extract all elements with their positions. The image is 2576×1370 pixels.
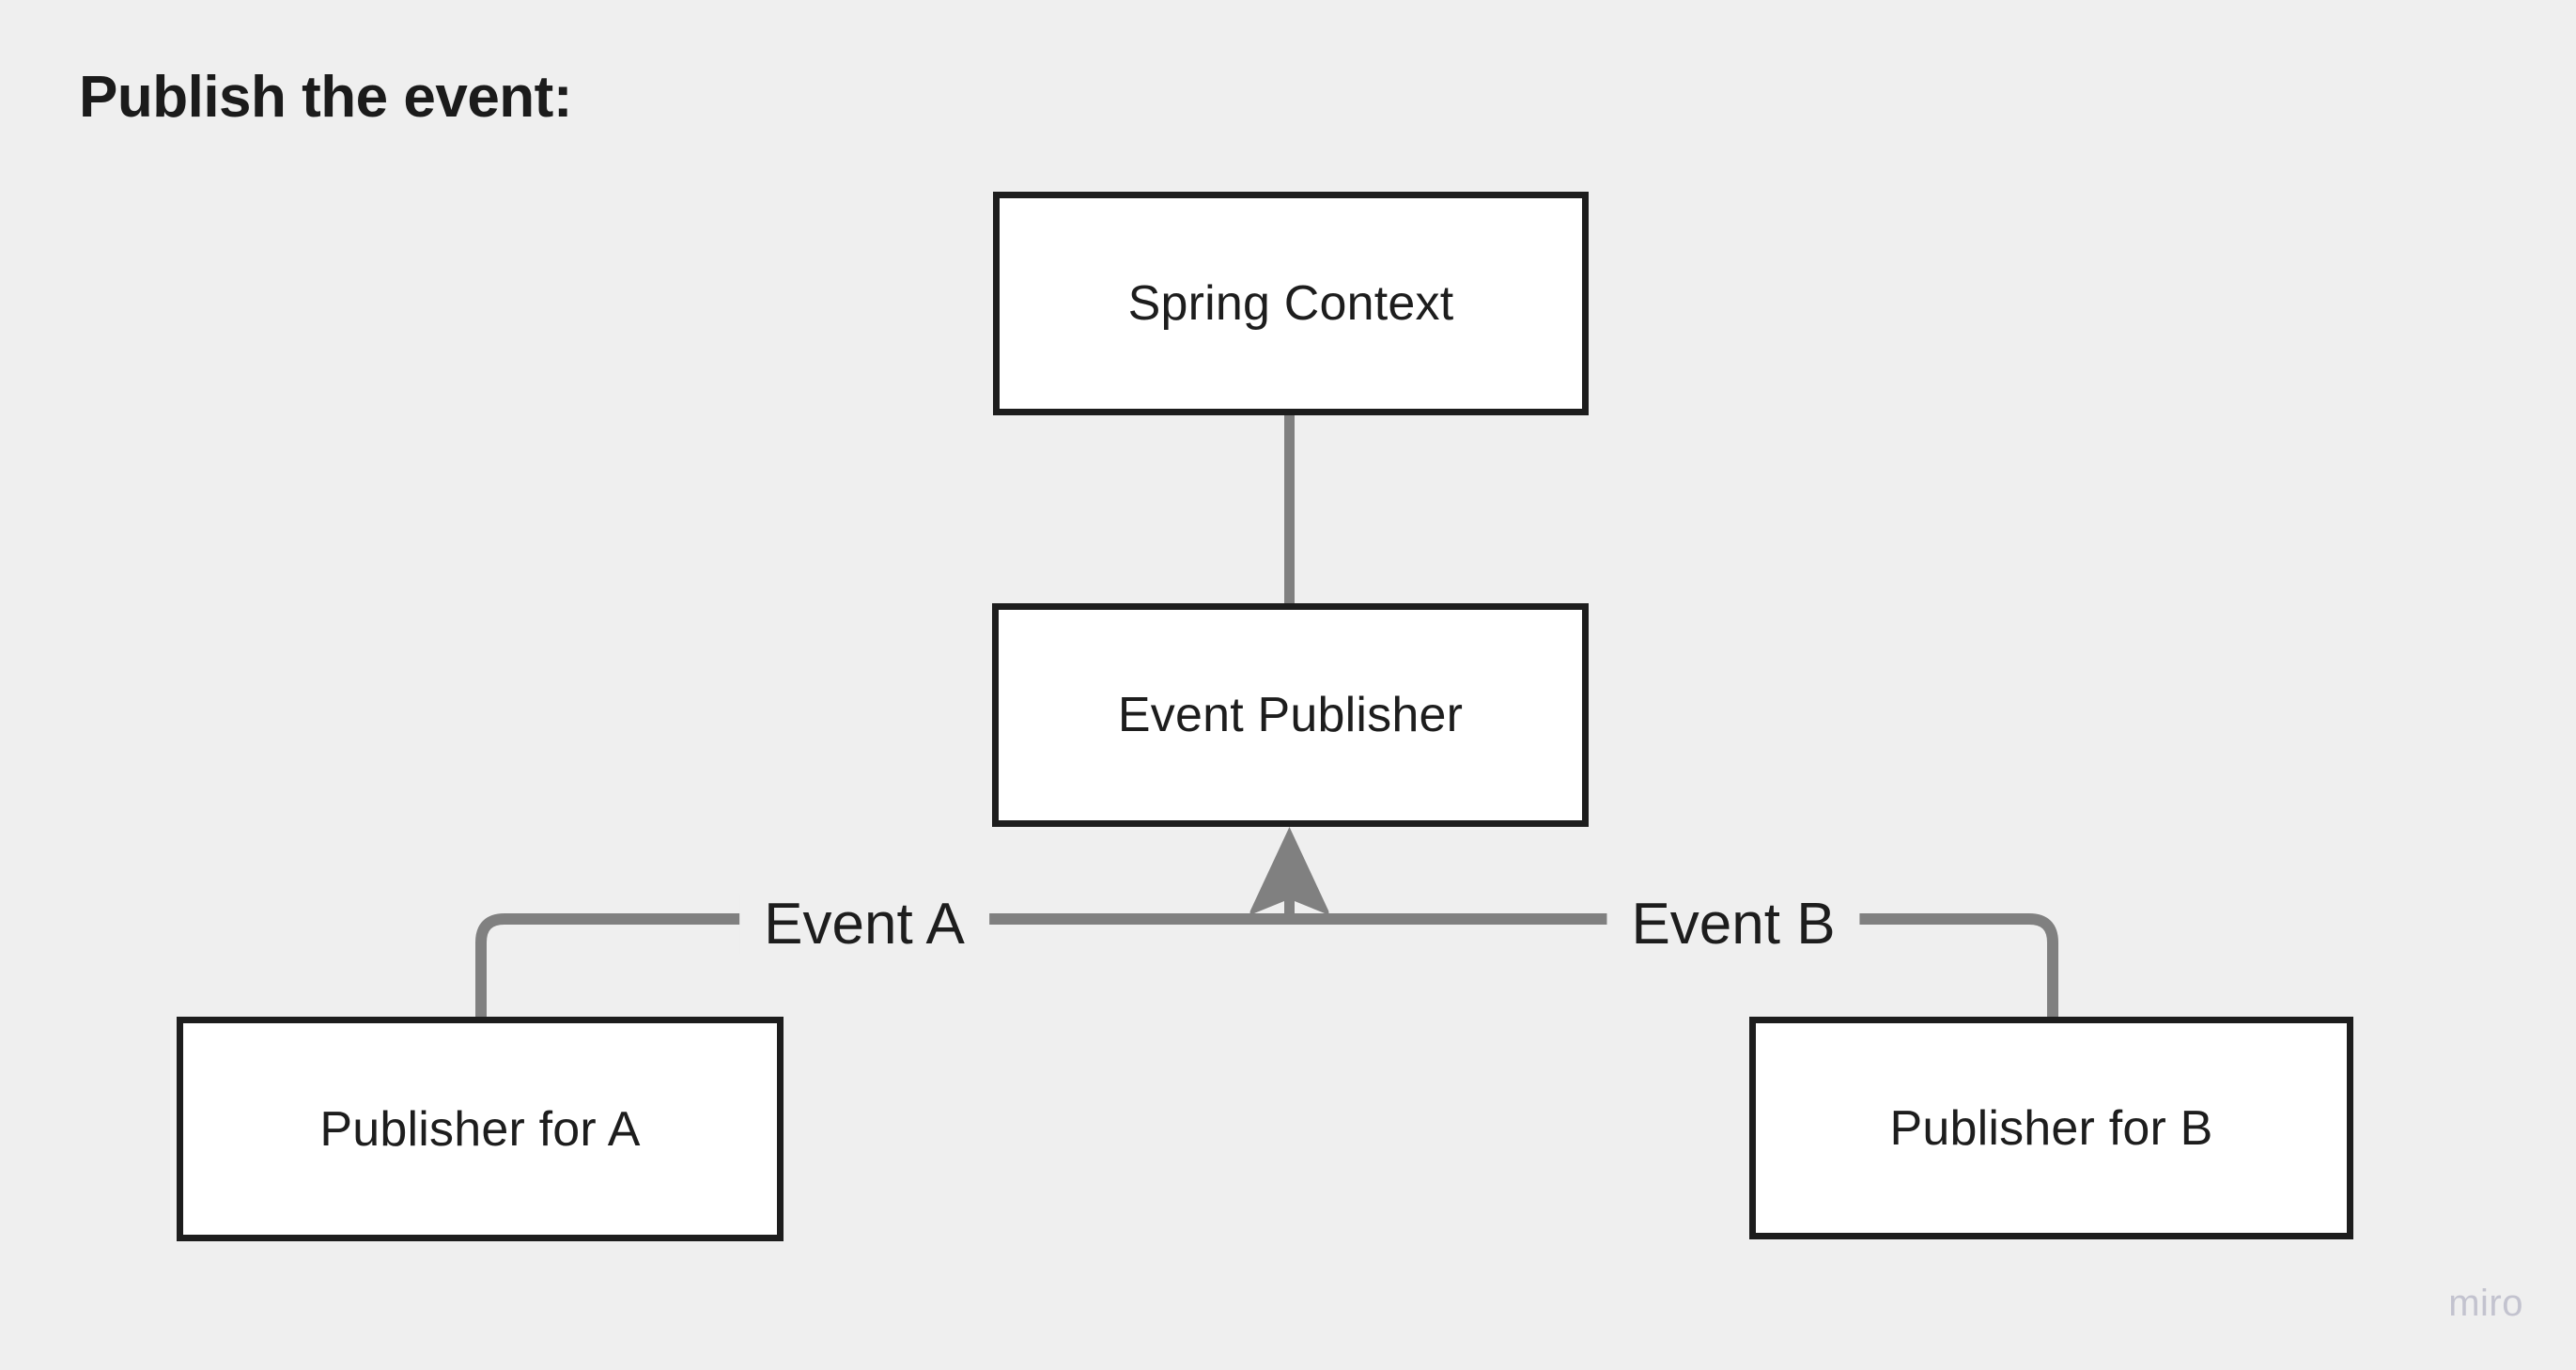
- node-publisher-for-a[interactable]: Publisher for A: [177, 1017, 784, 1241]
- node-publisher-for-b[interactable]: Publisher for B: [1749, 1017, 2353, 1239]
- edge-label-event-a[interactable]: Event A: [739, 895, 989, 954]
- node-label-publisher-for-b: Publisher for B: [1889, 1100, 2213, 1156]
- page-title: Publish the event:: [79, 65, 572, 130]
- node-label-publisher-for-a: Publisher for A: [319, 1101, 641, 1157]
- edge-label-event-b[interactable]: Event B: [1606, 895, 1860, 954]
- node-label-spring-context: Spring Context: [1127, 276, 1454, 331]
- node-event-publisher[interactable]: Event Publisher: [992, 603, 1589, 827]
- arrow-trunk-to-event-publisher: [1249, 827, 1329, 924]
- miro-watermark: miro: [2448, 1283, 2523, 1324]
- node-spring-context[interactable]: Spring Context: [993, 192, 1589, 415]
- node-label-event-publisher: Event Publisher: [1117, 688, 1464, 742]
